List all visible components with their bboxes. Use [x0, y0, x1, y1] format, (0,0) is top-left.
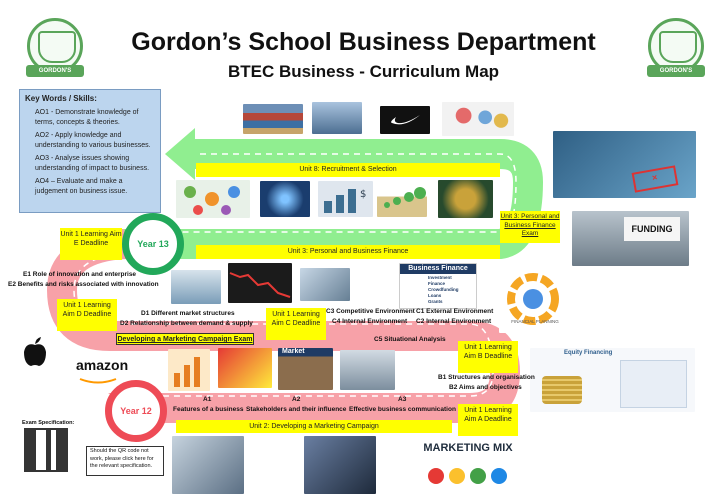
topic-a3-num: A3 — [398, 396, 407, 403]
year12-marker: Year 12 — [105, 380, 167, 442]
presenter-image — [304, 436, 376, 494]
unit3-exam-label: Unit 3: Personal and Business Finance Ex… — [500, 211, 560, 243]
marketing-mix-icons — [426, 464, 510, 488]
year13-marker: Year 13 — [122, 213, 184, 275]
crest-ribbon: GORDON'S — [26, 65, 84, 77]
crest-ribbon: GORDON'S — [647, 65, 705, 77]
key-word-ao4: AO4 – Evaluate and make a judgement on b… — [35, 177, 128, 196]
funding-meeting-image: FUNDING — [572, 211, 689, 266]
business-graphs-image — [171, 270, 221, 304]
equity-financing-image: Equity Financing — [530, 348, 695, 412]
topic-e2: E2 Benefits and risks associated with in… — [8, 281, 159, 288]
financial-planning-text: FINANCIAL PLANNING — [511, 319, 559, 324]
marketing-mix-image: MARKETING MIX — [420, 438, 516, 494]
unit1-aim-d-deadline: Unit 1 Learning Aim D Deadline — [57, 299, 117, 331]
topic-a1: Features of a business — [173, 406, 244, 413]
svg-text:$: $ — [360, 189, 366, 200]
key-words-panel: Key Words / Skills: AO1 - Demonstrate kn… — [19, 89, 161, 213]
amazon-logo: amazon — [76, 357, 129, 384]
topic-c2: C2 Internal Environment — [416, 318, 492, 325]
school-crest-left: GORDON'S — [26, 18, 84, 77]
finance-list-3: Crowdfunding — [428, 287, 459, 292]
road-green-arrowhead — [165, 128, 195, 180]
finance-list-1: Investment — [428, 275, 452, 280]
key-word-ao1: AO1 - Demonstrate knowledge of terms, co… — [35, 108, 139, 127]
year12-label: Year 12 — [120, 406, 152, 416]
key-word-ao3: AO3 - Analyse issues showing understandi… — [35, 154, 150, 173]
globe-money-image — [438, 180, 493, 218]
key-words-heading: Key Words / Skills: — [25, 94, 97, 103]
qr-code-icon[interactable] — [24, 428, 68, 472]
coins-stack-icon — [542, 376, 582, 404]
network-image — [260, 181, 310, 217]
topic-d2: D2 Relationship between demand & supply — [120, 320, 253, 327]
topic-d1: D1 Different market structures — [141, 310, 235, 317]
topic-a3: Effective business communication — [349, 406, 456, 413]
school-crest-right: GORDON'S — [647, 18, 705, 77]
topic-c3: C3 Competitive Environment — [326, 308, 415, 315]
key-word-ao2: AO2 - Apply knowledge and understanding … — [35, 131, 151, 150]
page-title: Gordon’s School Business Department — [131, 28, 596, 56]
marketing-mix-title: MARKETING MIX — [423, 442, 513, 454]
rejected-stamp-icon: ✕ — [631, 165, 679, 193]
topic-c1: C1 External Environment — [416, 308, 494, 315]
shipping-containers-image — [243, 104, 303, 134]
funding-screen: FUNDING — [624, 217, 680, 241]
topic-c5: C5 Situational Analysis — [374, 336, 446, 343]
unit3-label: Unit 3: Personal and Business Finance — [196, 245, 500, 259]
crest-shield-icon — [38, 31, 76, 63]
topic-a2: Stakeholders and their influence — [246, 406, 347, 413]
team-meeting-image — [172, 436, 244, 494]
people-crowd-image — [340, 350, 395, 390]
year13-label: Year 13 — [137, 239, 169, 249]
city-skyline-image — [312, 102, 362, 134]
unit1-aim-c-deadline: Unit 1 Learning Aim C Deadline — [266, 308, 326, 340]
topic-a2-num: A2 — [292, 396, 301, 403]
world-map-image — [442, 102, 514, 136]
topic-b1: B1 Structures and organisation — [438, 374, 535, 381]
market-image: Market — [278, 348, 333, 390]
stock-chart-image — [228, 263, 292, 303]
finance-list-2: Finance — [428, 281, 446, 286]
exam-spec-label: Exam Specification: — [22, 420, 75, 426]
qr-note[interactable]: Should the QR code not work, please clic… — [86, 446, 164, 476]
amazon-logo-text: amazon — [76, 357, 129, 373]
business-finance-image: Business Finance Investment Finance Crow… — [399, 263, 477, 309]
topic-b2: B2 Aims and objectives — [449, 384, 522, 391]
financial-planning-image: FINANCIAL PLANNING — [499, 265, 567, 333]
finance-icons-image: $ — [318, 181, 373, 217]
equity-financing-title: Equity Financing — [564, 350, 613, 356]
finance-list-4: Loans — [428, 293, 442, 298]
nike-logo-image — [380, 106, 430, 134]
growth-arrows-image — [168, 349, 210, 391]
crest-shield-icon — [659, 31, 697, 63]
topic-a1-num: A1 — [203, 396, 212, 403]
unit1-aim-a-deadline: Unit 1 Learning Aim A Deadline — [458, 404, 518, 436]
unit8-label: Unit 8: Recruitment & Selection — [196, 163, 500, 177]
road-pink-upper — [46, 229, 521, 423]
amazon-smile-icon — [79, 378, 117, 384]
business-finance-title: Business Finance — [400, 264, 476, 274]
unit1-aim-b-deadline: Unit 1 Learning Aim B Deadline — [458, 341, 518, 373]
finance-list-5: Grants — [428, 299, 443, 304]
unit1-aim-e-deadline: Unit 1 Learning Aim E Deadline — [60, 228, 122, 260]
topic-e1: E1 Role of innovation and enterprise — [23, 271, 137, 278]
topic-c4: C4 Internal Environment — [332, 318, 408, 325]
page-subtitle: BTEC Business - Curriculum Map — [227, 62, 500, 81]
marketing-exam-label: Developing a Marketing Campaign Exam — [116, 333, 254, 345]
recruitment-selection-image: ✕ — [553, 131, 696, 198]
apple-logo-icon — [22, 336, 48, 368]
handshake-image — [300, 268, 350, 301]
unit2-label: Unit 2: Developing a Marketing Campaign — [176, 420, 452, 433]
growing-coins-image — [377, 183, 427, 217]
equity-type-box — [620, 360, 687, 408]
sale-signs-image — [218, 348, 272, 388]
market-label: Market — [282, 348, 305, 355]
business-diagram-image — [176, 180, 250, 218]
swoosh-icon — [391, 115, 420, 125]
